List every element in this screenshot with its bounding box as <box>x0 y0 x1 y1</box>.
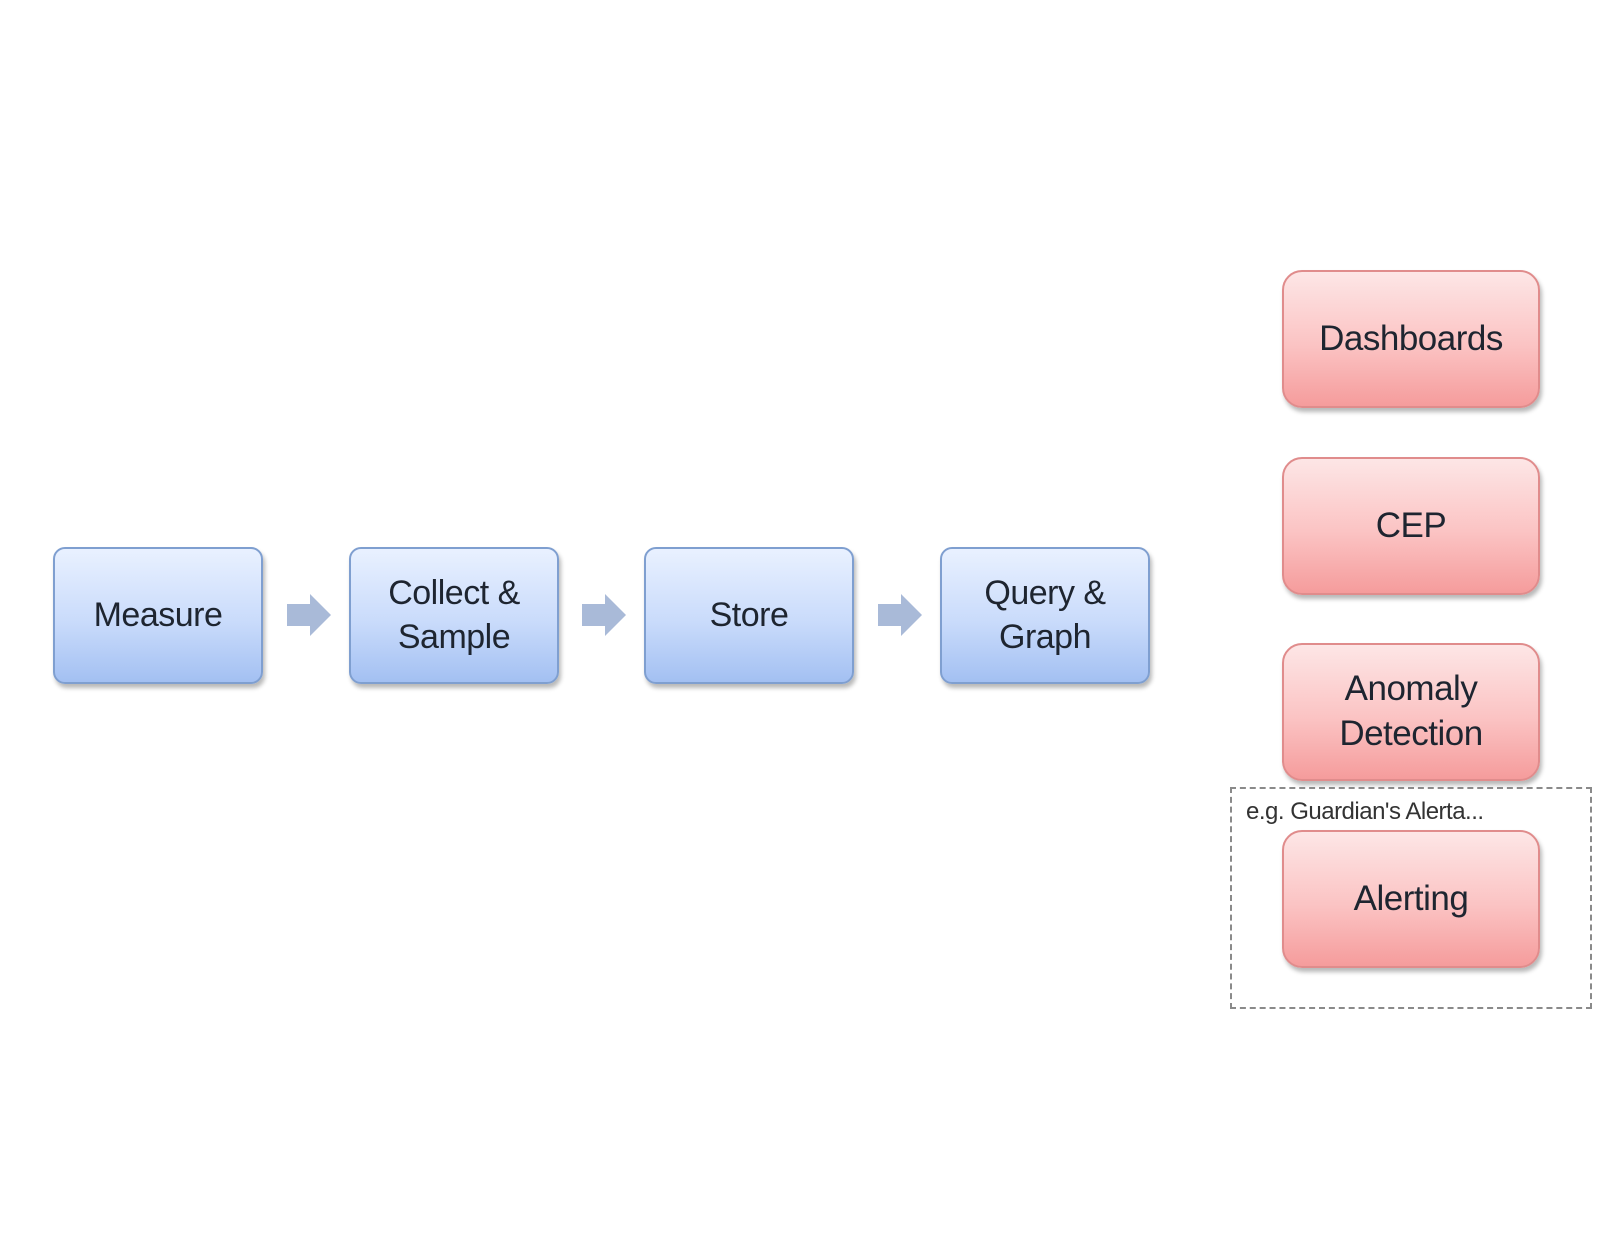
collect-sample-box: Collect & Sample <box>349 547 559 684</box>
measure-box: Measure <box>53 547 263 684</box>
dashboards-box: Dashboards <box>1282 270 1540 408</box>
arrow-right-icon <box>287 594 331 636</box>
cep-box: CEP <box>1282 457 1540 595</box>
alerting-group-caption: e.g. Guardian's Alerta... <box>1246 798 1484 825</box>
arrow-right-icon <box>582 594 626 636</box>
alerting-group-frame <box>1230 787 1592 1009</box>
store-box: Store <box>644 547 854 684</box>
anomaly-detection-box: Anomaly Detection <box>1282 643 1540 781</box>
arrow-right-icon <box>878 594 922 636</box>
query-graph-box: Query & Graph <box>940 547 1150 684</box>
alerting-box: Alerting <box>1282 830 1540 968</box>
